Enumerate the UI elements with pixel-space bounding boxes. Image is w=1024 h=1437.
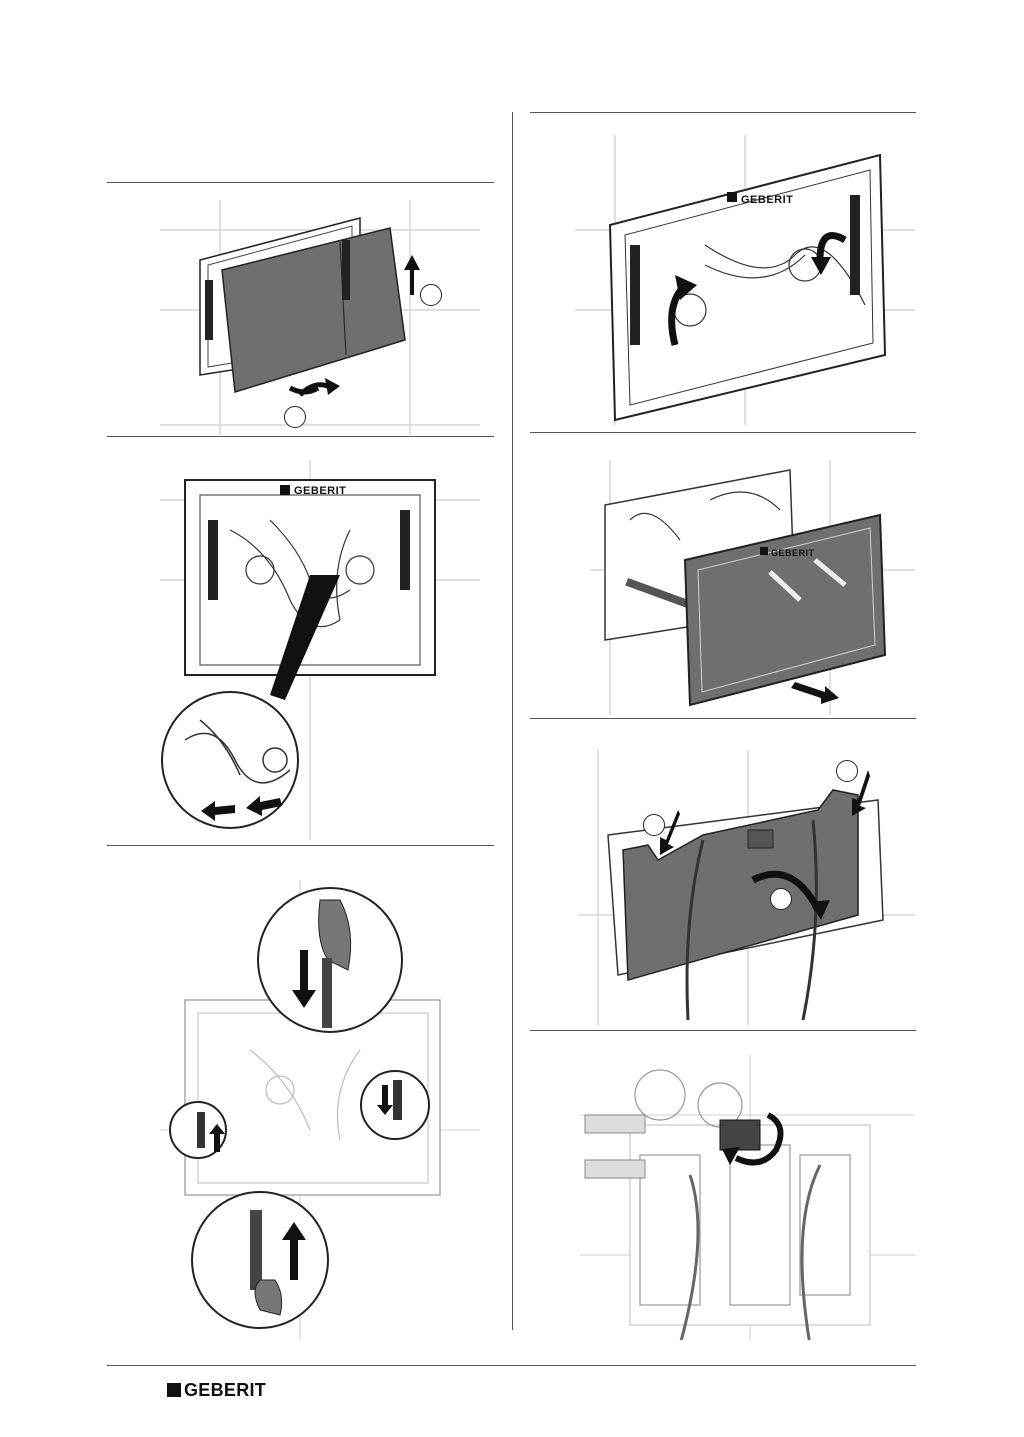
frame-brand-label: GEBERIT [771,548,815,558]
logo-square-icon [167,1383,181,1397]
figure-close-valve [580,1055,915,1340]
logo-text: GEBERIT [184,1380,267,1400]
step-callout [420,284,442,306]
step-callout [770,888,792,910]
figure-frame-with-levers: GEBERIT [160,460,480,840]
column-separator [512,112,513,1330]
step-callout [284,406,306,428]
divider [107,845,494,846]
figure-rotate-levers: GEBERIT [575,135,915,425]
step-callout [643,814,665,836]
divider [530,112,916,113]
figure-remove-frame: GEBERIT [590,460,915,715]
frame-brand-label: GEBERIT [741,194,793,206]
footer-logo: GEBERIT [167,1380,266,1400]
divider [530,718,916,719]
figure-remove-actuator-plate [160,200,480,435]
frame-brand-label: GEBERIT [294,485,346,497]
step-callout [836,760,858,782]
figure-pull-clips [160,880,480,1340]
divider [107,182,494,183]
footer-divider [107,1365,916,1366]
divider [530,1030,916,1031]
divider [530,432,916,433]
figure-remove-cover [578,750,915,1025]
divider [107,436,494,437]
